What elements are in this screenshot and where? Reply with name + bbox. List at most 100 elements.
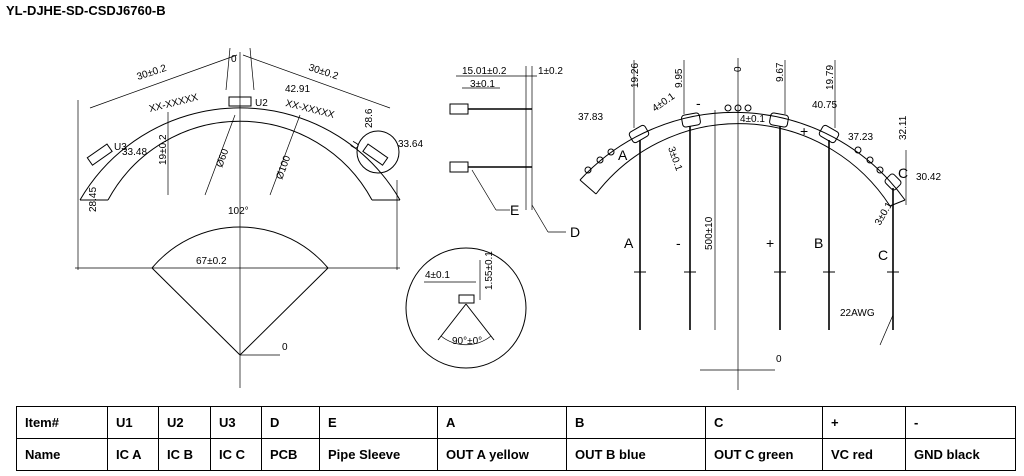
sleeve-lower xyxy=(449,161,469,173)
hole xyxy=(876,166,884,174)
dia-60: Ø60 xyxy=(214,147,231,169)
sensor-minus xyxy=(681,112,701,128)
dim-1-55: 1.55±0.1 xyxy=(484,251,495,290)
band-minus-mark: - xyxy=(696,95,701,111)
table-cell: OUT C green xyxy=(705,438,823,471)
table-cell: E xyxy=(319,406,438,439)
right-zero: 0 xyxy=(733,66,744,72)
table-cell: D xyxy=(261,406,320,439)
dim-30-42: 30.42 xyxy=(916,172,941,183)
table-cell: C xyxy=(705,406,823,439)
dim-4-center: 4±0.1 xyxy=(740,114,765,125)
dim-4-detail: 4±0.1 xyxy=(425,270,450,281)
dim-28-6: 28.6 xyxy=(364,108,375,128)
detail-angle-left xyxy=(437,303,467,341)
table-cell: + xyxy=(822,406,906,439)
sleeve-upper xyxy=(449,103,469,115)
hole xyxy=(596,156,604,164)
table-cell: U3 xyxy=(210,406,262,439)
table-cell: Item# xyxy=(16,406,108,439)
dim-9-95: 9.95 xyxy=(674,68,685,88)
detail-chip xyxy=(458,294,475,304)
sensor-plus xyxy=(769,112,789,128)
dim-67: 67±0.2 xyxy=(196,256,227,267)
angle-102: 102° xyxy=(228,206,249,217)
awg-leader xyxy=(879,314,894,346)
dim-3-left: 3±0.1 xyxy=(665,145,684,173)
technical-drawing: 30±0.2 30±0.2 0 U2 42.91 XX-XXXXX XX-XXX… xyxy=(75,47,941,390)
table-cell: U2 xyxy=(158,406,211,439)
dim-9-67: 9.67 xyxy=(775,62,786,82)
right-side-view: 19.26 9.95 0 9.67 19.79 4±0.1 40.75 37.8… xyxy=(578,58,941,390)
dim-19: 19±0.2 xyxy=(158,134,169,165)
dim-37-83: 37.83 xyxy=(578,112,603,123)
dim-3: 3±0.1 xyxy=(470,79,495,90)
dim-33-64: 33.64 xyxy=(398,139,423,150)
sleeve-view: 15.01±0.2 1±0.2 3±0.1 E D xyxy=(449,66,580,240)
chip-u1 xyxy=(362,143,389,166)
leader-d xyxy=(531,204,549,233)
zero-leader-a xyxy=(225,47,231,91)
pin-label-b: B xyxy=(814,235,823,251)
dim-4-left: 4±0.1 xyxy=(650,91,677,115)
detail-angle-arc xyxy=(440,335,492,346)
table-cell: OUT A yellow xyxy=(437,438,567,471)
hole xyxy=(584,166,592,174)
dim-15-01: 15.01±0.2 xyxy=(462,66,507,77)
table-cell: A xyxy=(437,406,567,439)
sensor-label-c: C xyxy=(898,165,908,181)
hole xyxy=(854,146,862,154)
detail-view-circle xyxy=(405,247,527,369)
pin-label-plus: + xyxy=(766,235,774,251)
dia100-leader xyxy=(269,114,301,196)
dim-33-48: 33.48 xyxy=(122,147,147,158)
left-top-view: 30±0.2 30±0.2 0 U2 42.91 XX-XXXXX XX-XXX… xyxy=(75,47,423,388)
sensor-b xyxy=(818,124,840,144)
table-cell: GND black xyxy=(905,438,1016,471)
table-row-item: Item# U1 U2 U3 D E A B C + - xyxy=(16,406,1016,439)
table-cell: U1 xyxy=(107,406,159,439)
dim-37-23: 37.23 xyxy=(848,132,873,143)
sensor-label-a: A xyxy=(618,147,628,163)
table-cell: PCB xyxy=(261,438,320,471)
wire-gauge: 22AWG xyxy=(840,308,875,319)
dia-100: Ø100 xyxy=(274,154,293,181)
label-d: D xyxy=(570,224,580,240)
component-table: Item# U1 U2 U3 D E A B C + - Name IC A I… xyxy=(16,406,1016,471)
hole xyxy=(866,156,874,164)
table-row-name: Name IC A IC B IC C PCB Pipe Sleeve OUT … xyxy=(16,438,1016,471)
label-u3: U3 xyxy=(114,142,127,153)
chip-u3 xyxy=(86,143,113,166)
leader-e xyxy=(471,169,497,211)
dim-line-left xyxy=(89,54,238,109)
dim-arc-right: 30±0.2 xyxy=(307,62,340,82)
dim-28-45: 28.45 xyxy=(88,187,99,212)
dim-32-11: 32.11 xyxy=(898,115,909,140)
right-zero-bottom: 0 xyxy=(776,354,782,365)
table-cell: OUT B blue xyxy=(566,438,706,471)
zero-leader-b xyxy=(249,47,255,91)
dim-42-91: 42.91 xyxy=(285,84,310,95)
label-u1: U xyxy=(349,140,362,152)
right-inner-arc xyxy=(595,123,891,207)
table-cell: IC A xyxy=(107,438,159,471)
detail-view: 4±0.1 1.55±0.1 90°±0° xyxy=(405,247,527,369)
sector-right-edge xyxy=(239,267,329,356)
table-cell: IC B xyxy=(158,438,211,471)
right-band-end-left xyxy=(579,179,597,195)
table-cell: Pipe Sleeve xyxy=(319,438,438,471)
detail-angle-right xyxy=(465,303,495,341)
dim-500: 500±10 xyxy=(704,216,715,250)
table-cell: IC C xyxy=(210,438,262,471)
hole xyxy=(607,148,615,156)
table-cell: VC red xyxy=(822,438,906,471)
right-outer-arc xyxy=(579,111,906,201)
hole xyxy=(744,104,752,112)
pin-label-minus: - xyxy=(676,235,681,251)
dim-line-right xyxy=(242,54,391,109)
dim-40-75: 40.75 xyxy=(812,100,837,111)
label-e: E xyxy=(510,202,519,218)
chip-u2 xyxy=(228,96,252,107)
hole xyxy=(724,104,732,112)
marking-right: XX-XXXXX xyxy=(284,98,336,121)
